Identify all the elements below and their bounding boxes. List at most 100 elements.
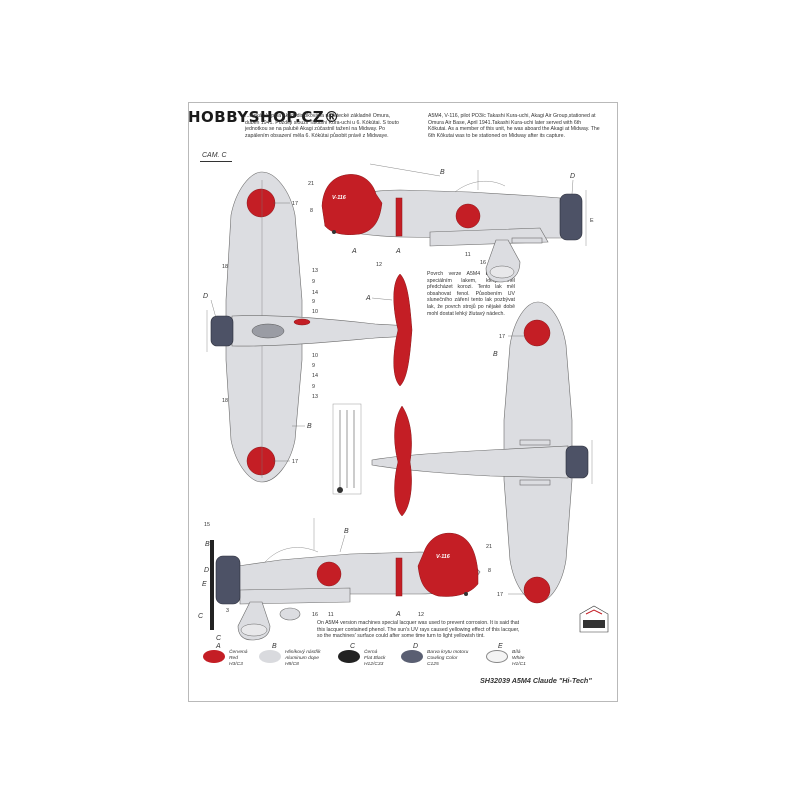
callout-a-stab: A xyxy=(365,295,371,302)
description-en-top: A5M4, V-116, pilot PO3/c Takashi Kura-uc… xyxy=(428,113,600,139)
callout-a-top-1: A xyxy=(351,248,357,255)
side-left-fuselage-band xyxy=(395,557,403,597)
callout-e-top: E xyxy=(590,218,594,224)
description-cz-mid: Povrch verze A5M4 byl ošetřen speciálním… xyxy=(427,271,515,317)
top-view-canopy xyxy=(251,323,285,339)
side-left-code: V-116 xyxy=(436,554,451,560)
callout-16-bottom: 16 xyxy=(312,612,318,618)
legend-swatch-c xyxy=(338,650,360,663)
bottom-view xyxy=(371,301,593,604)
callout-17-bottomview-1: 17 xyxy=(499,334,505,340)
callout-21-bottom: 21 xyxy=(486,544,492,550)
description-en-bottom: On A5M4 version machines special lacquer… xyxy=(317,620,520,640)
description-cz-top: ...tecká skupina Akagi dislokována na le… xyxy=(245,113,399,139)
callout-12-bottom: 12 xyxy=(418,612,424,618)
callout-e-bottom: E xyxy=(202,581,207,588)
side-left-wing xyxy=(239,587,351,605)
callout-13-a: 13 xyxy=(312,268,318,274)
side-right-wheel xyxy=(489,265,515,279)
side-view-left xyxy=(210,518,481,641)
bottom-view-hinomaru-bottom xyxy=(523,576,551,604)
top-view-hinomaru-bottom xyxy=(246,446,276,476)
top-view-h-stab-red xyxy=(393,273,413,387)
side-left-cowling xyxy=(215,555,241,605)
callout-9-b: 9 xyxy=(312,299,315,305)
camo-label: CAM. C xyxy=(202,152,227,159)
top-view xyxy=(206,171,413,483)
callout-b-mid: B xyxy=(307,423,312,430)
bottom-view-cowling xyxy=(565,445,589,479)
callout-a-top-2: A xyxy=(395,248,401,255)
legend-letter-d: D xyxy=(413,643,419,650)
callout-a-bottom: A xyxy=(395,611,401,618)
callout-12-top: 12 xyxy=(376,262,382,268)
callout-9-a: 9 xyxy=(312,279,315,285)
side-right-fuselage-band xyxy=(395,197,403,237)
side-right-code: V-116 xyxy=(332,195,347,201)
callout-d-top: D xyxy=(570,173,575,180)
side-left-tail-red xyxy=(417,532,479,597)
brand-logo-icon xyxy=(579,605,609,633)
callout-15: 15 xyxy=(204,522,210,528)
callout-13-b: 13 xyxy=(312,394,318,400)
callout-b-bottomview: B xyxy=(493,351,498,358)
legend-swatch-d xyxy=(401,650,423,663)
camo-underline xyxy=(200,161,232,162)
callout-c-prop: C xyxy=(198,613,204,620)
callout-10-a: 10 xyxy=(312,309,318,315)
callout-14-b: 14 xyxy=(312,373,318,379)
legend-swatch-b xyxy=(259,650,281,663)
callout-3: 3 xyxy=(226,608,229,614)
callout-17-topview-2: 17 xyxy=(292,459,298,465)
callouts: B D 21 8 A A 12 11 16 E 17 17 18 18 13 9… xyxy=(198,163,594,642)
legend-letter-c: C xyxy=(350,643,356,650)
legend-letter-b: B xyxy=(272,643,277,650)
side-view-right xyxy=(321,170,587,283)
top-view-hinomaru-top xyxy=(246,188,276,218)
top-view-cowling xyxy=(210,315,234,347)
callout-14-a: 14 xyxy=(312,290,318,296)
side-right-cowling xyxy=(559,193,583,241)
callout-b-top: B xyxy=(440,169,445,176)
callout-8-bottom: 8 xyxy=(488,568,491,574)
callout-8-top: 8 xyxy=(310,208,313,214)
side-right-hinomaru xyxy=(455,203,481,229)
legend-swatch-e xyxy=(486,650,508,663)
legend-letter-a: A xyxy=(216,643,221,650)
bottom-view-h-stab-red xyxy=(394,405,412,517)
callout-d-bottom: D xyxy=(204,567,209,574)
callout-9-d: 9 xyxy=(312,384,315,390)
side-right-tail-red xyxy=(321,174,383,235)
info-stamp xyxy=(332,403,362,495)
callout-9-c: 9 xyxy=(312,363,315,369)
top-view-fuselage-red-mark xyxy=(293,318,311,326)
callout-18-top: 18 xyxy=(222,264,228,270)
product-title: SH32039 A5M4 Claude "Hi-Tech" xyxy=(480,676,592,685)
callout-11-bottom: 11 xyxy=(328,612,334,618)
side-left-hinomaru xyxy=(316,561,342,587)
callout-17-topview-1: 17 xyxy=(292,201,298,207)
side-left-propeller xyxy=(210,540,214,630)
side-left-wheel xyxy=(240,623,268,637)
side-left-code-text: V-116 xyxy=(436,554,451,560)
watermark-logo: HOBBYSHOP.CZ® xyxy=(188,108,340,126)
legend-swatch-a xyxy=(203,650,225,663)
callout-b-bottom: B xyxy=(344,528,349,535)
bottom-view-hinomaru-top xyxy=(523,319,551,347)
callout-b-prop: B xyxy=(205,541,210,548)
callout-16-top: 16 xyxy=(480,260,486,266)
legend-letter-e: E xyxy=(498,643,503,650)
callout-17-bottomview-2: 17 xyxy=(497,592,503,598)
callout-10-b: 10 xyxy=(312,353,318,359)
callout-d-left: D xyxy=(203,293,208,300)
callout-11-top: 11 xyxy=(465,252,471,258)
side-right-code-text: V-116 xyxy=(332,195,347,201)
callout-c-bottom: C xyxy=(216,635,222,642)
callout-21-top: 21 xyxy=(308,181,314,187)
